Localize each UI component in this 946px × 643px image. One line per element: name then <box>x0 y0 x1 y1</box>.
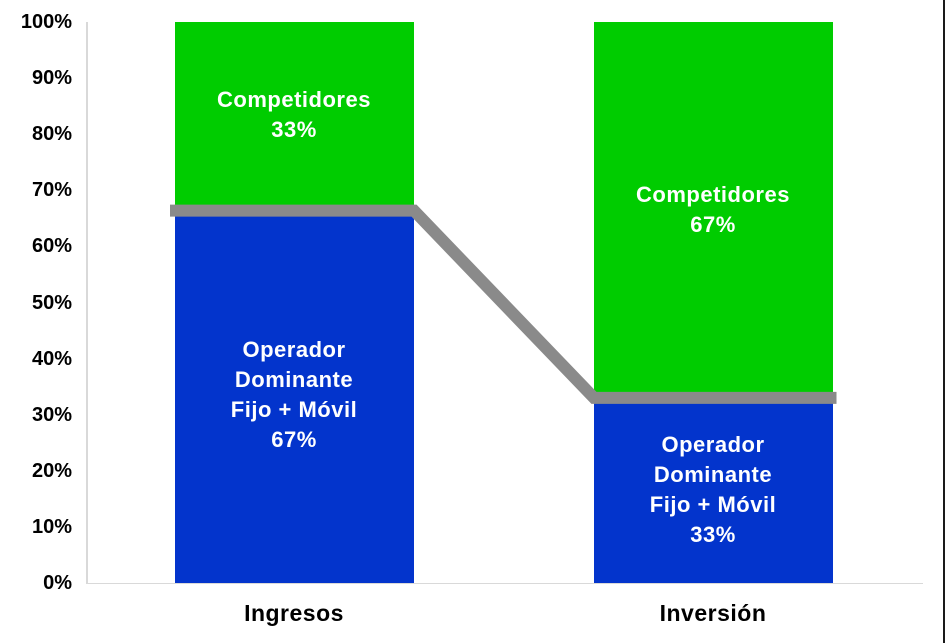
bar-segment-label-line: Fijo + Móvil <box>649 492 777 518</box>
y-axis-tick-label: 30% <box>31 403 72 426</box>
bar-segment-label-line: Competidores <box>636 181 790 207</box>
y-axis-tick-label: 10% <box>31 515 72 538</box>
y-axis-tick-label: 20% <box>31 459 72 482</box>
bar-segment-label-line: Dominante <box>234 367 354 393</box>
y-axis-tick-label: 70% <box>31 179 72 202</box>
bar-segment-label-line: Dominante <box>653 462 773 488</box>
y-axis-tick-label: 80% <box>31 123 72 146</box>
y-axis-tick-label: 50% <box>31 291 72 314</box>
category-label-ingresos: Ingresos <box>244 600 344 626</box>
bar-segment-label-line: 67% <box>690 211 736 237</box>
bar-segment-label-line: 33% <box>690 522 736 548</box>
y-axis-line <box>86 22 88 583</box>
bar-segment-ingresos-competidores: Competidores 33% <box>174 22 414 208</box>
bar-segment-label-line: Fijo + Móvil <box>230 397 358 423</box>
screenshot-right-border <box>943 0 945 643</box>
bar-segment-label-line: 33% <box>271 116 317 142</box>
x-axis-line <box>86 582 923 584</box>
y-axis-tick-label: 0% <box>43 572 72 594</box>
bar-segment-label-line: Competidores <box>217 86 371 112</box>
y-axis-tick-label: 90% <box>31 67 72 90</box>
category-label-inversion: Inversión <box>659 600 767 626</box>
y-axis-tick-label: 40% <box>31 347 72 370</box>
bar-segment-label-line: Operador <box>242 337 346 363</box>
bar-segment-label-line: 67% <box>271 427 317 453</box>
bar-segment-inversion-competidores: Competidores 67% <box>593 22 833 398</box>
bar-segment-label-line: Operador <box>661 432 765 458</box>
y-axis-tick-label: 100% <box>20 11 72 33</box>
y-axis-tick-label: 60% <box>31 235 72 258</box>
